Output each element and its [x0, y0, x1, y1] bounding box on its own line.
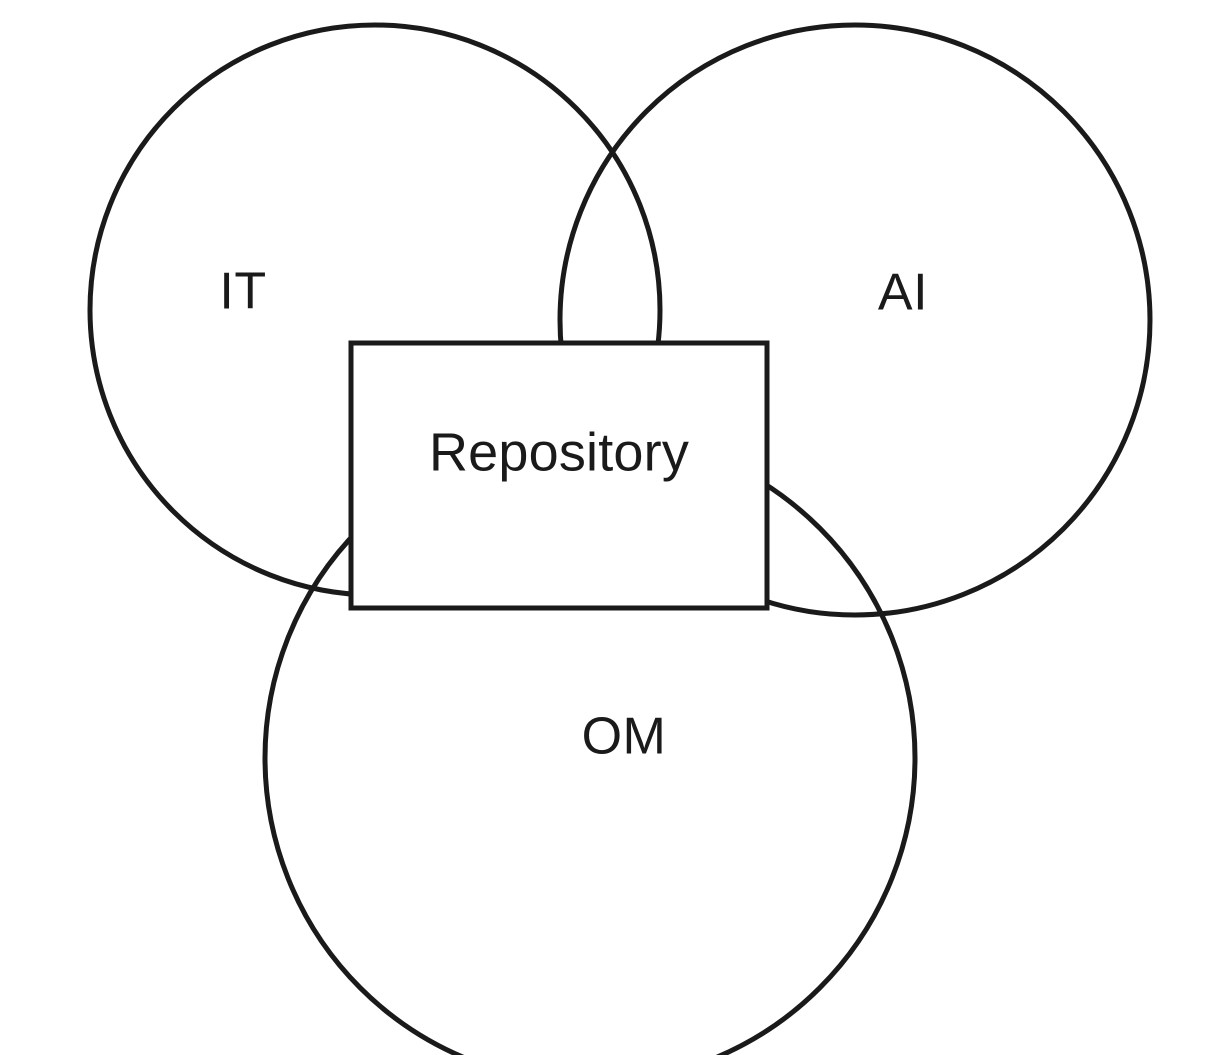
venn-circle-ai[interactable]: [557, 22, 1153, 618]
repository-box-label: Repository: [429, 422, 689, 482]
circle-label-it: IT: [219, 263, 266, 321]
circle-label-ai: AI: [878, 264, 928, 322]
repository-box[interactable]: [348, 340, 770, 611]
circle-label-om: OM: [582, 708, 667, 766]
